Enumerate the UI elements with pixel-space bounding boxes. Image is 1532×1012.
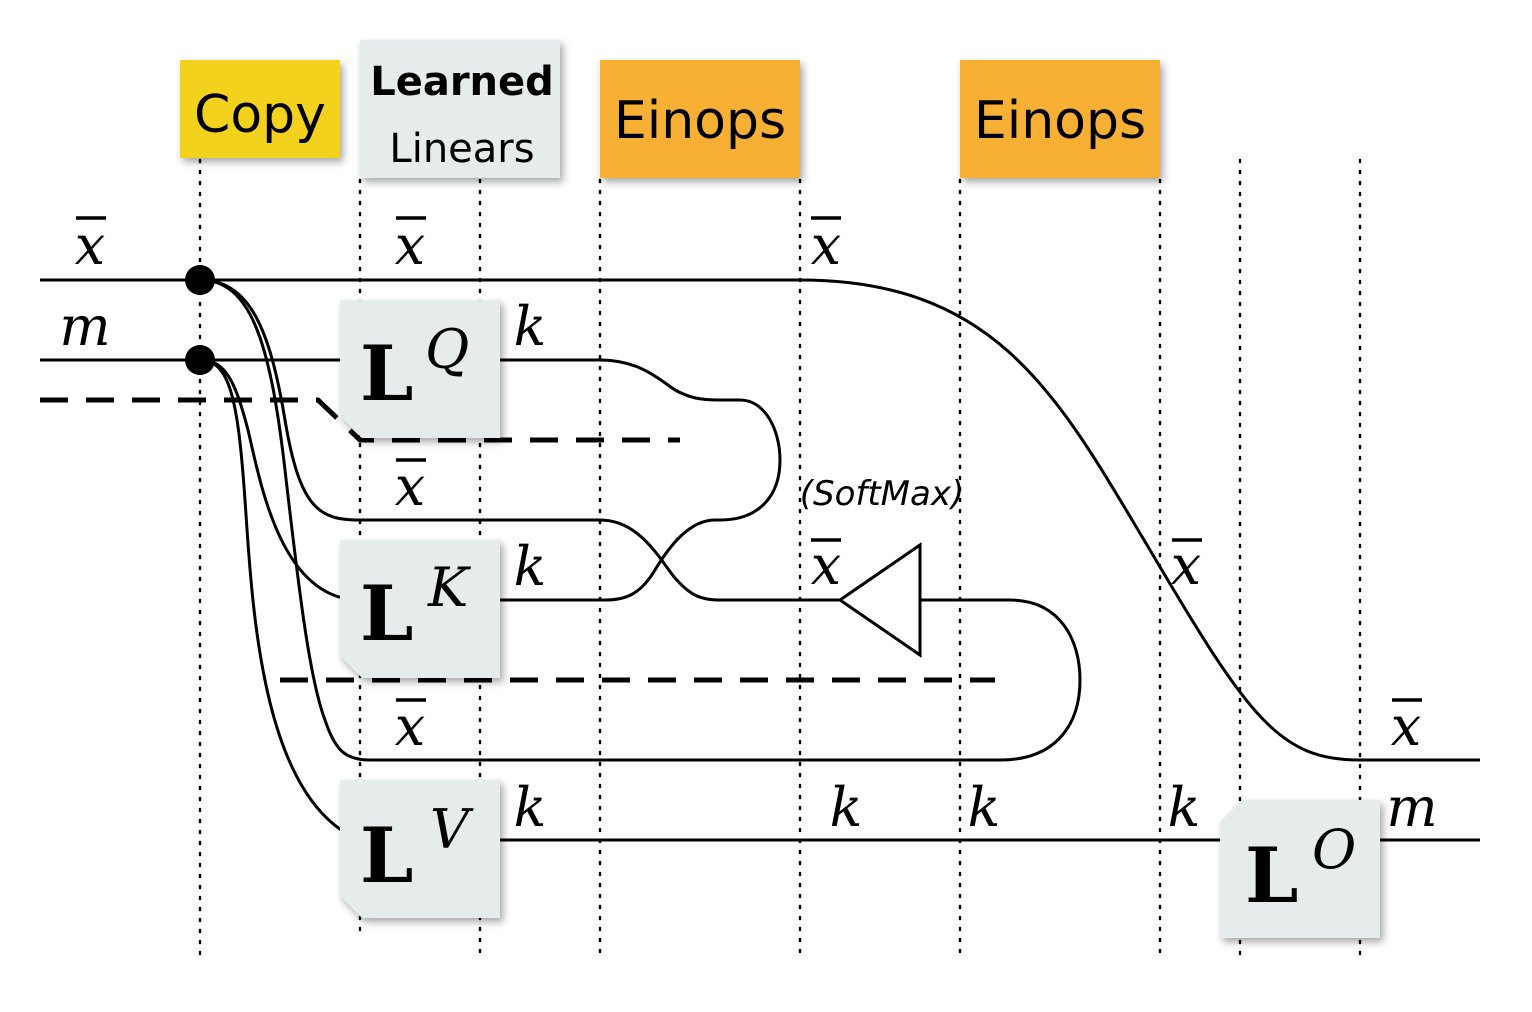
- svg-text:x: x: [395, 695, 425, 758]
- svg-text:x: x: [811, 534, 841, 597]
- LK-symbol: L: [360, 569, 413, 658]
- x-label-residual-mid: x: [1171, 534, 1202, 597]
- x-label-einops-mid: x: [811, 534, 841, 597]
- x-label-einops-top: x: [811, 214, 841, 277]
- x-copy-to-value-einops: [199, 278, 1082, 762]
- svg-text:x: x: [1171, 534, 1201, 597]
- wires: [40, 278, 1480, 842]
- softmax-triangle: [837, 542, 922, 658]
- x-copy-to-key-einops: [199, 278, 840, 602]
- header-learned-linears: Learned Linears: [360, 40, 560, 178]
- header-copy-label: Copy: [194, 85, 326, 145]
- LV-symbol: L: [360, 811, 413, 900]
- x-residual-wire: [200, 278, 1480, 762]
- linear-LO: L O: [1220, 800, 1380, 938]
- k-label-einops1: k: [830, 776, 863, 839]
- m-label-output: m: [1386, 776, 1437, 839]
- k-label-einops2: k: [968, 776, 1001, 839]
- header-einops-1: Einops: [600, 60, 800, 178]
- copy-node-m: [185, 345, 215, 375]
- k-label-k: k: [514, 535, 547, 598]
- header-einops-1-label: Einops: [614, 91, 786, 151]
- linear-LQ: L Q: [340, 300, 500, 438]
- x-label-learned-low: x: [395, 695, 426, 758]
- linear-LV: L V: [340, 780, 500, 918]
- svg-text:x: x: [811, 214, 841, 277]
- m-copy-to-LV: [199, 358, 361, 842]
- x-label-output: x: [1391, 695, 1422, 758]
- svg-text:x: x: [1391, 695, 1421, 758]
- LK-superscript: K: [427, 556, 471, 619]
- svg-text:x: x: [395, 455, 425, 518]
- LQ-symbol: L: [360, 329, 413, 418]
- header-einops-2: Einops: [960, 60, 1160, 178]
- copy-node-x: [185, 265, 215, 295]
- LO-superscript: O: [1312, 818, 1356, 881]
- LV-superscript: V: [430, 798, 474, 861]
- svg-text:x: x: [75, 214, 105, 277]
- m-label-input: m: [59, 295, 110, 358]
- header-copy: Copy: [180, 60, 340, 158]
- svg-text:x: x: [395, 214, 425, 277]
- k-label-pre-o: k: [1168, 776, 1201, 839]
- header-einops-2-label: Einops: [974, 91, 1146, 151]
- k-label-v: k: [514, 776, 547, 839]
- k-labels: k k k k k k: [514, 295, 1201, 839]
- softmax-label: (SoftMax): [800, 474, 965, 514]
- m-copy-to-LK: [199, 358, 361, 602]
- dashed-wires: [40, 397, 995, 683]
- k-label-q: k: [514, 295, 547, 358]
- x-label-learned-mid: x: [395, 455, 426, 518]
- linear-LK: L K: [340, 540, 500, 678]
- LQ-superscript: Q: [425, 318, 469, 381]
- LO-symbol: L: [1245, 831, 1298, 920]
- header-learned-label: Learned: [370, 59, 554, 105]
- x-labels: x x x x x x x x: [75, 214, 1422, 758]
- x-label-input: x: [75, 214, 106, 277]
- header-linears-label: Linears: [389, 126, 534, 172]
- x-label-learned-top: x: [395, 214, 426, 277]
- q-output-wire: [480, 358, 782, 602]
